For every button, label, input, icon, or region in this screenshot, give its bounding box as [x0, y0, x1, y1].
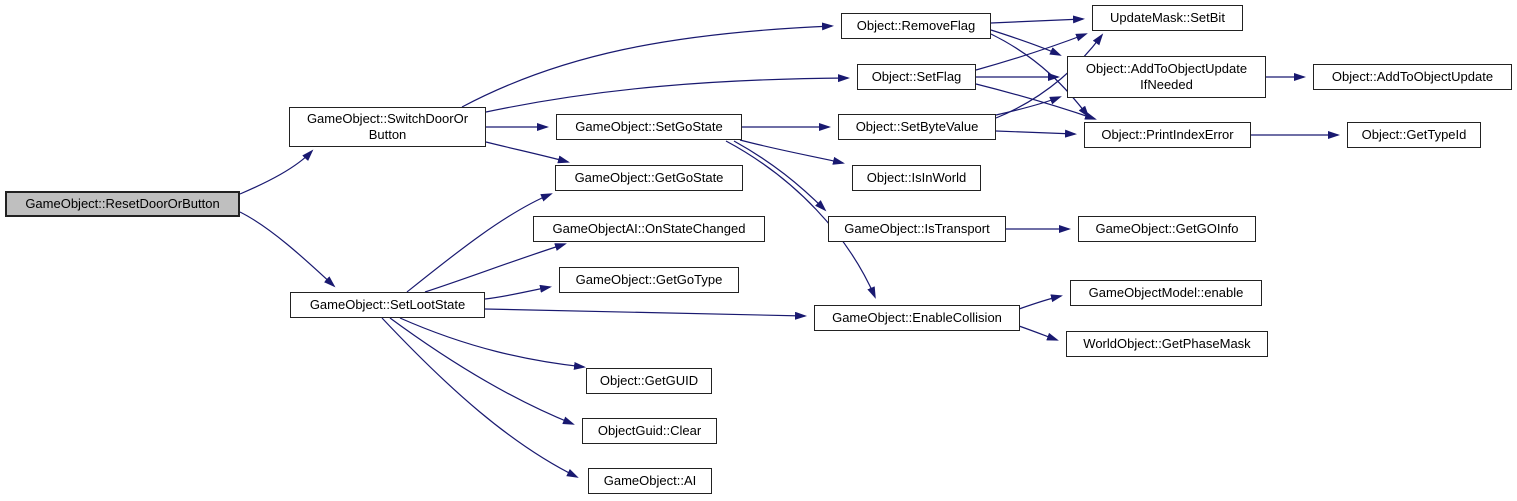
edge-switchdoor-to-setflag	[485, 74, 850, 113]
node-object-addtoobjectupdateifneeded[interactable]: Object::AddToObjectUpdate IfNeeded	[1067, 56, 1266, 98]
node-worldobject-getphasemask[interactable]: WorldObject::GetPhaseMask	[1066, 331, 1268, 357]
edge-setlootstate-to-gameobjectai	[381, 317, 579, 478]
edge-setlootstate-to-guidclear	[389, 317, 575, 425]
edge-setgostate-to-isinworld	[739, 139, 845, 165]
edge-setbytevalue-to-printindexerror	[995, 129, 1077, 138]
node-gameobject-switchdoororbutton[interactable]: GameObject::SwitchDoorOr Button	[289, 107, 486, 147]
node-gameobjectmodel-enable[interactable]: GameObjectModel::enable	[1070, 280, 1262, 306]
node-object-setbytevalue[interactable]: Object::SetByteValue	[838, 114, 996, 140]
node-gameobject-istransport[interactable]: GameObject::IsTransport	[828, 216, 1006, 242]
node-gameobjectai-onstatechanged[interactable]: GameObjectAI::OnStateChanged	[533, 216, 765, 242]
node-gameobject-enablecollision[interactable]: GameObject::EnableCollision	[814, 305, 1020, 331]
node-gameobject-getgostate[interactable]: GameObject::GetGoState	[555, 165, 743, 191]
node-updatemask-setbit[interactable]: UpdateMask::SetBit	[1092, 5, 1243, 31]
edge-setflag-to-setbit	[975, 33, 1088, 71]
edge-setlootstate-to-getguid	[399, 317, 586, 370]
node-gameobject-getgotype[interactable]: GameObject::GetGoType	[559, 267, 739, 293]
node-objectguid-clear[interactable]: ObjectGuid::Clear	[582, 418, 717, 444]
edge-enablecollision-to-getphasemask	[1018, 325, 1059, 341]
node-object-printindexerror[interactable]: Object::PrintIndexError	[1084, 122, 1251, 148]
node-object-addtoobjectupdate[interactable]: Object::AddToObjectUpdate	[1313, 64, 1512, 90]
edge-switchdoor-to-getgostate	[485, 141, 570, 164]
node-gameobject-getgoinfo[interactable]: GameObject::GetGOInfo	[1078, 216, 1256, 242]
edge-reset-to-switchdoor	[239, 149, 314, 195]
edge-setlootstate-to-getgostate	[406, 193, 553, 293]
edge-removeflag-to-addupdateifneeded	[990, 29, 1062, 56]
edge-reset-to-setlootstate	[239, 211, 336, 288]
node-gameobject-ai[interactable]: GameObject::AI	[588, 468, 712, 494]
edge-setgostate-to-enablecollision	[725, 140, 876, 299]
edge-setlootstate-to-onstatechanged	[424, 243, 567, 293]
node-object-setflag[interactable]: Object::SetFlag	[857, 64, 976, 90]
node-gameobject-setgostate[interactable]: GameObject::SetGoState	[556, 114, 742, 140]
edge-setlootstate-to-enablecollision	[484, 308, 807, 320]
edge-setflag-to-printindexerror	[975, 83, 1097, 120]
edge-setbytevalue-to-setbit	[995, 33, 1104, 119]
node-object-isinworld[interactable]: Object::IsInWorld	[852, 165, 981, 191]
edge-enablecollision-to-modelenable	[1018, 294, 1063, 310]
edge-setgostate-to-istransport	[733, 140, 827, 212]
edge-switchdoor-to-removeflag	[461, 22, 834, 108]
edge-removeflag-to-setbit	[990, 15, 1085, 24]
node-object-getguid[interactable]: Object::GetGUID	[586, 368, 712, 394]
node-gameobject-resetdoororbutton: GameObject::ResetDoorOrButton	[5, 191, 240, 217]
node-gameobject-setlootstate[interactable]: GameObject::SetLootState	[290, 292, 485, 318]
edge-setlootstate-to-getgotype	[484, 284, 552, 300]
node-object-gettypeid[interactable]: Object::GetTypeId	[1347, 122, 1481, 148]
edge-setbytevalue-to-addupdateifneeded	[995, 96, 1062, 116]
node-object-removeflag[interactable]: Object::RemoveFlag	[841, 13, 991, 39]
